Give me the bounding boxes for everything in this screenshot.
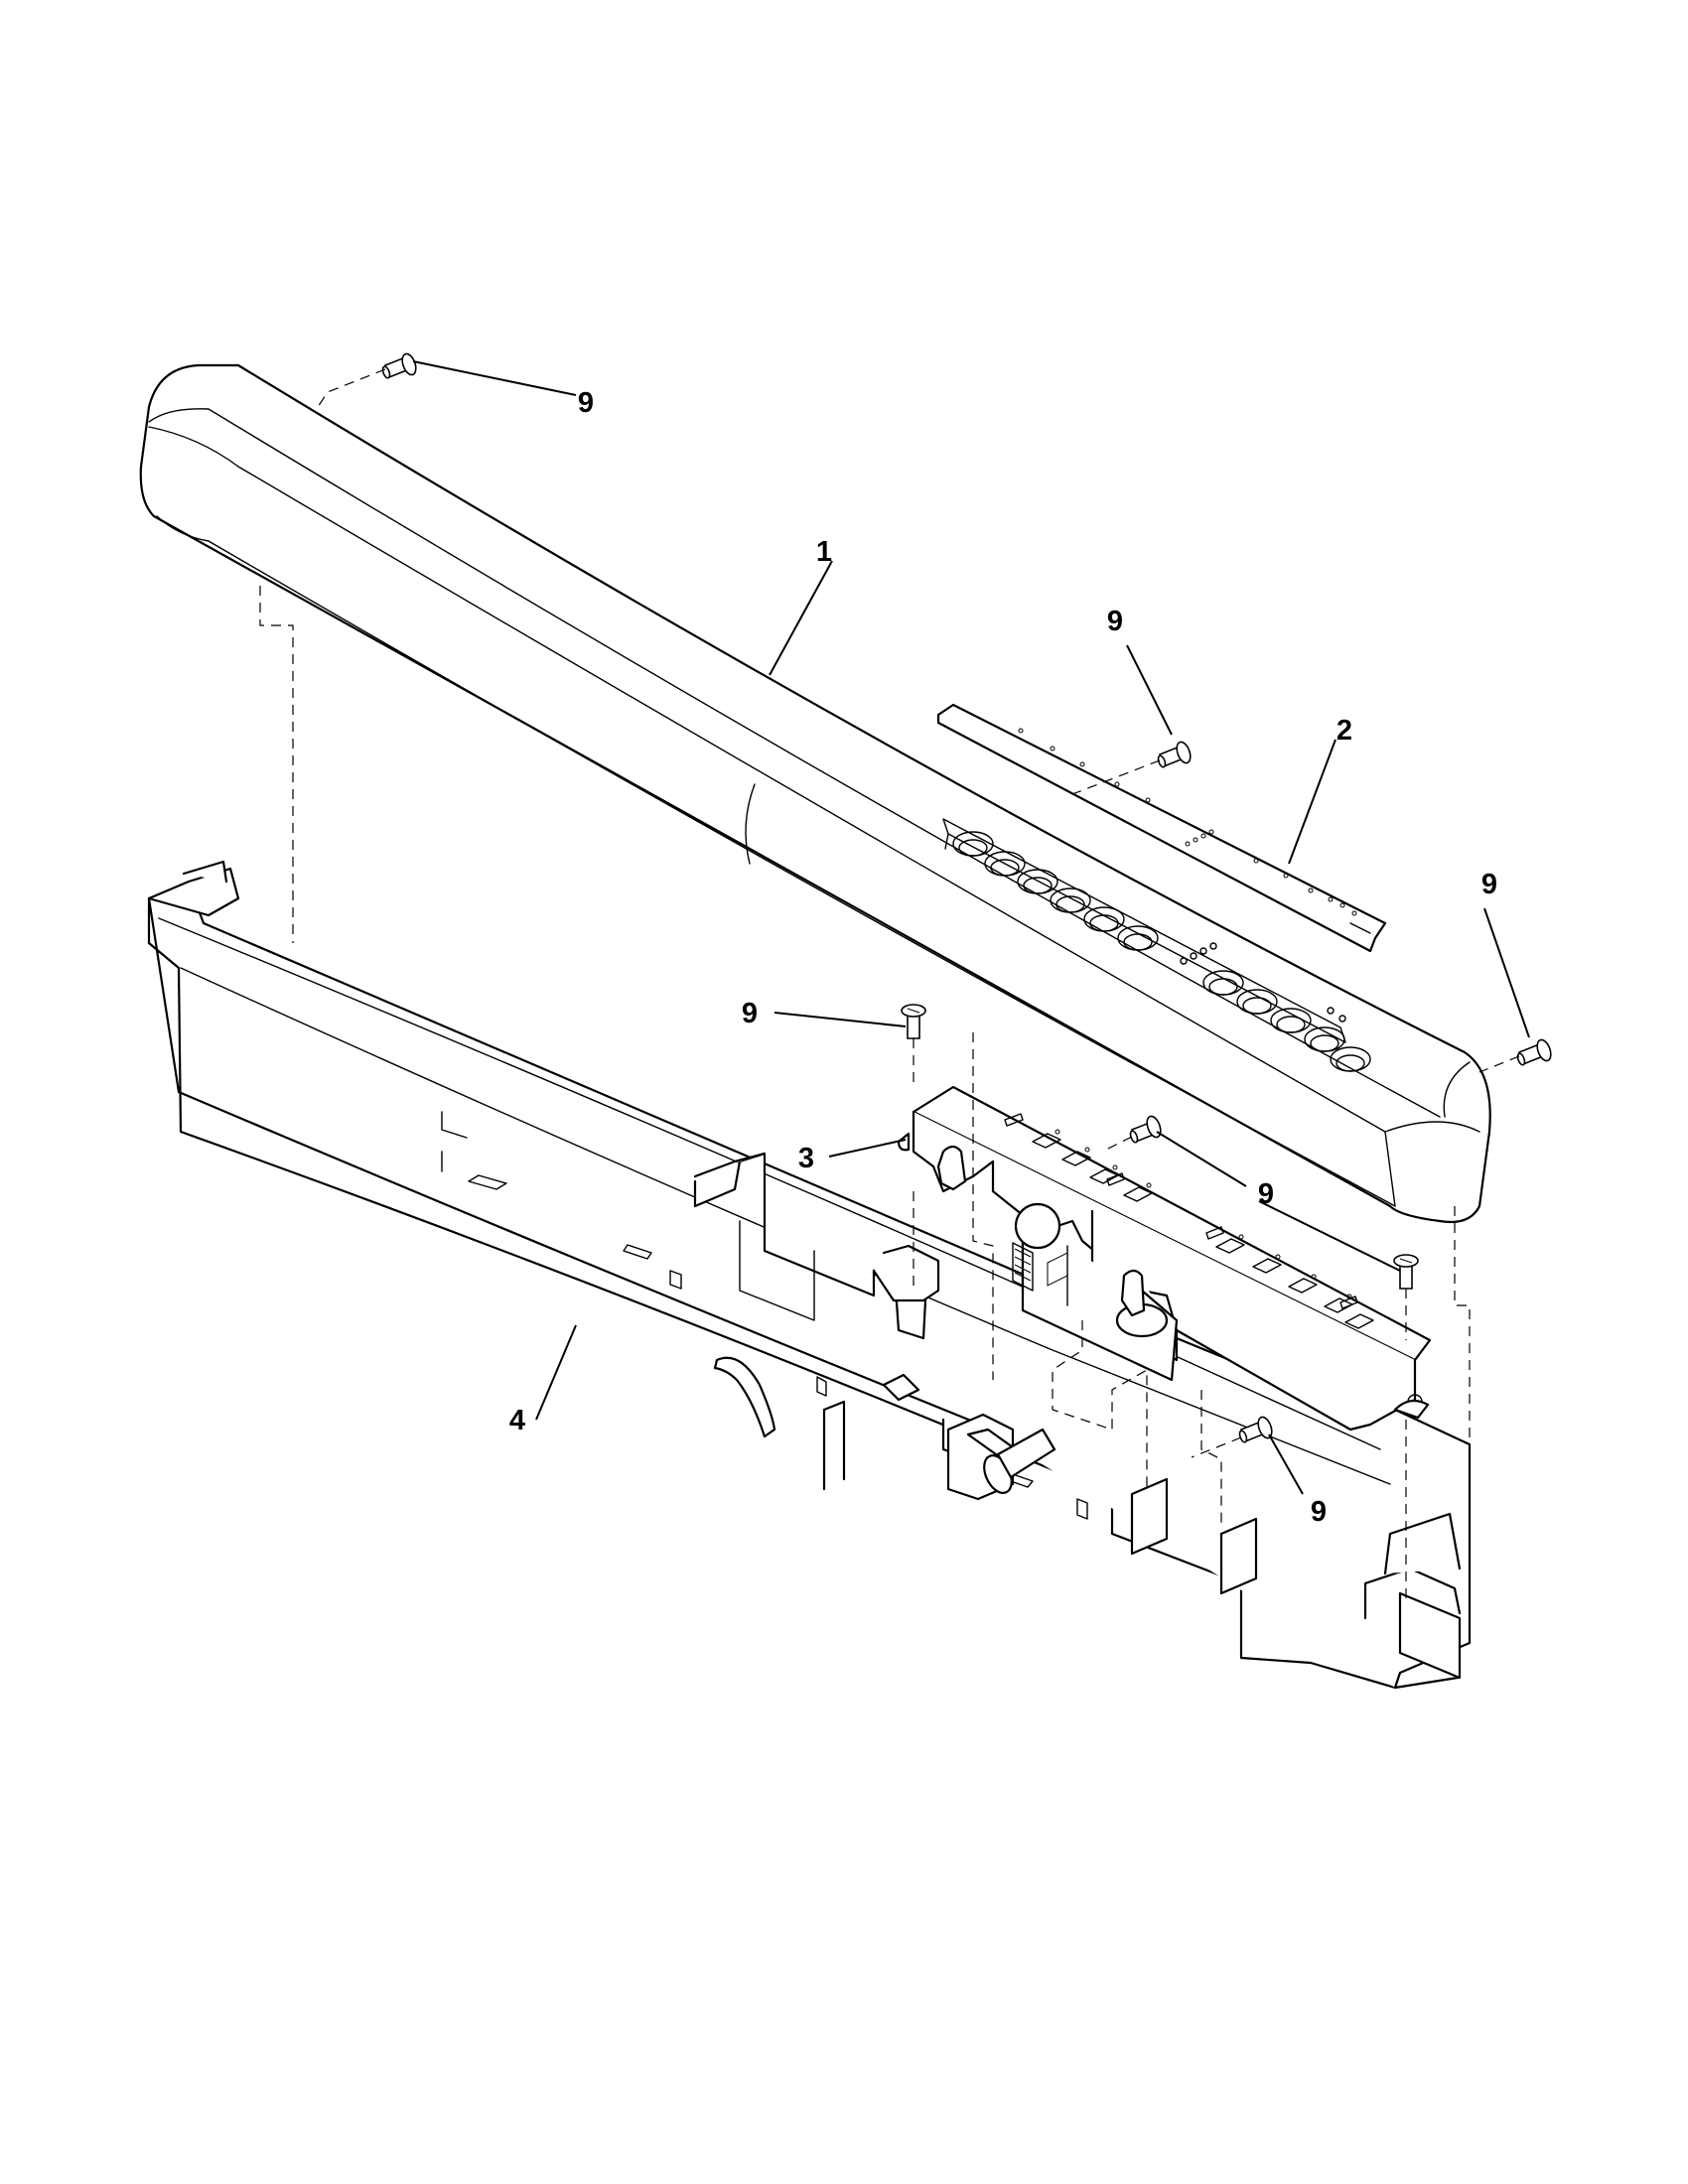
callout-9-board-left: 9 bbox=[742, 998, 758, 1029]
screw-board-middle bbox=[1129, 1115, 1162, 1144]
callout-9-board-bottom: 9 bbox=[1311, 1496, 1327, 1528]
screw-top-left bbox=[381, 352, 417, 379]
connector-pins bbox=[1014, 1248, 1068, 1287]
screw-right-end bbox=[1516, 1038, 1552, 1066]
callout-3: 3 bbox=[798, 1143, 814, 1174]
callout-9-top-left: 9 bbox=[578, 387, 594, 419]
screw-board-right-vertical bbox=[1393, 1254, 1419, 1290]
callout-9-right-end: 9 bbox=[1481, 869, 1497, 900]
leader-lines bbox=[412, 360, 1530, 1495]
callout-9-board-middle: 9 bbox=[1258, 1178, 1274, 1210]
control-knob-holes bbox=[952, 831, 1371, 1072]
control-board-part-3 bbox=[897, 1085, 1432, 1432]
screw-board-bottom bbox=[1238, 1416, 1273, 1443]
alignment-lines bbox=[259, 368, 1520, 1598]
screw-overlay bbox=[1157, 741, 1192, 768]
callout-2: 2 bbox=[1336, 715, 1352, 747]
screws-part-9 bbox=[381, 352, 1552, 1443]
callout-9-overlay: 9 bbox=[1107, 606, 1123, 637]
tactile-switches bbox=[1004, 1113, 1374, 1329]
control-panel-part-1 bbox=[139, 363, 1491, 1224]
callout-1: 1 bbox=[816, 536, 832, 568]
panel-frame-part-4 bbox=[147, 860, 1472, 1690]
screw-board-left-vertical bbox=[901, 1004, 926, 1039]
overlay-strip-part-2 bbox=[936, 703, 1387, 953]
callout-4: 4 bbox=[509, 1405, 525, 1436]
callout-labels: 1 2 3 4 9 9 9 9 9 9 bbox=[509, 387, 1497, 1528]
